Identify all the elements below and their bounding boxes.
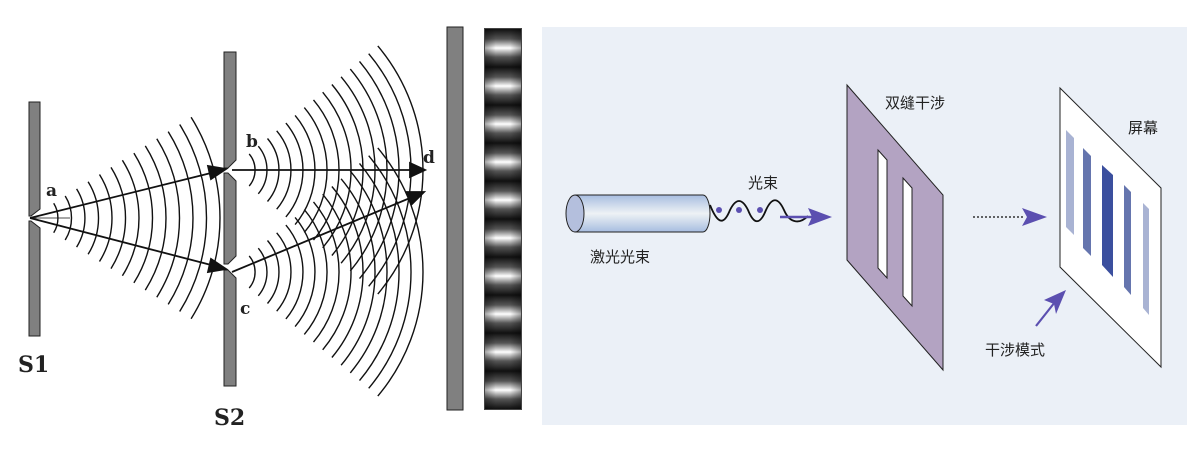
wavefront-arc — [190, 116, 221, 320]
label-pattern: 干涉模式 — [985, 341, 1045, 359]
wavefront-arc — [144, 145, 167, 291]
wavefront-arc — [64, 195, 73, 241]
label-double-slit: 双缝干涉 — [885, 94, 945, 112]
slit-1 — [877, 148, 888, 280]
slit-2 — [902, 176, 913, 308]
label-s2: S2 — [214, 405, 245, 431]
wavefront-arc — [303, 209, 328, 335]
barrier-s2 — [223, 51, 237, 387]
wavefront-arc — [179, 124, 208, 312]
beam-arrow — [780, 208, 832, 226]
wavefront-arc — [276, 232, 292, 312]
wavefront-arc — [377, 147, 424, 397]
wavefront-arc — [110, 167, 127, 269]
label-s1: S1 — [18, 352, 49, 378]
photon-dots — [716, 207, 763, 213]
dotted-arrow — [973, 208, 1047, 226]
wavefront-arc — [121, 159, 140, 277]
wavefront-arc — [257, 247, 268, 297]
barrier-s1 — [28, 101, 41, 337]
wavefront-arc — [266, 240, 280, 304]
wavefront-arc — [358, 162, 400, 382]
light-wave — [709, 199, 809, 223]
label-b: b — [246, 132, 258, 152]
wavefront-arc — [322, 193, 352, 351]
double-slit-plate — [846, 83, 944, 372]
label-c: c — [240, 299, 250, 319]
wavefronts — [53, 45, 424, 397]
wavefront-arc — [76, 188, 86, 248]
detection-screen — [446, 26, 464, 411]
panel-background — [542, 27, 1187, 425]
wavefront-arc — [87, 181, 100, 255]
wavefront-arc — [98, 174, 113, 262]
wavefront-arc — [248, 255, 256, 289]
label-beam: 光束 — [748, 174, 778, 192]
interference-stripes — [1066, 130, 1149, 315]
label-d: d — [423, 148, 435, 168]
wavefront-arc — [156, 138, 181, 298]
pattern-arrow — [1035, 290, 1066, 327]
projection-screen — [1059, 86, 1162, 369]
wavefront-arc — [331, 186, 364, 358]
wavefront-arc — [312, 201, 340, 343]
wavefront-arc — [294, 216, 316, 328]
young-double-slit-diagram: a b c d S1 S2 — [18, 26, 464, 431]
wavefront-arc — [285, 224, 304, 320]
wavefront-arc — [167, 131, 194, 305]
label-a: a — [46, 181, 57, 201]
laser-cylinder — [565, 194, 711, 233]
fringe-pattern — [484, 28, 522, 410]
label-screen: 屏幕 — [1128, 119, 1158, 137]
wavefront-arc — [340, 178, 376, 366]
wavefront-arc — [368, 155, 412, 389]
wavefront-arc — [349, 170, 388, 374]
label-laser: 激光光束 — [590, 248, 650, 266]
rays — [29, 161, 428, 274]
wavefront-arc — [133, 152, 154, 284]
